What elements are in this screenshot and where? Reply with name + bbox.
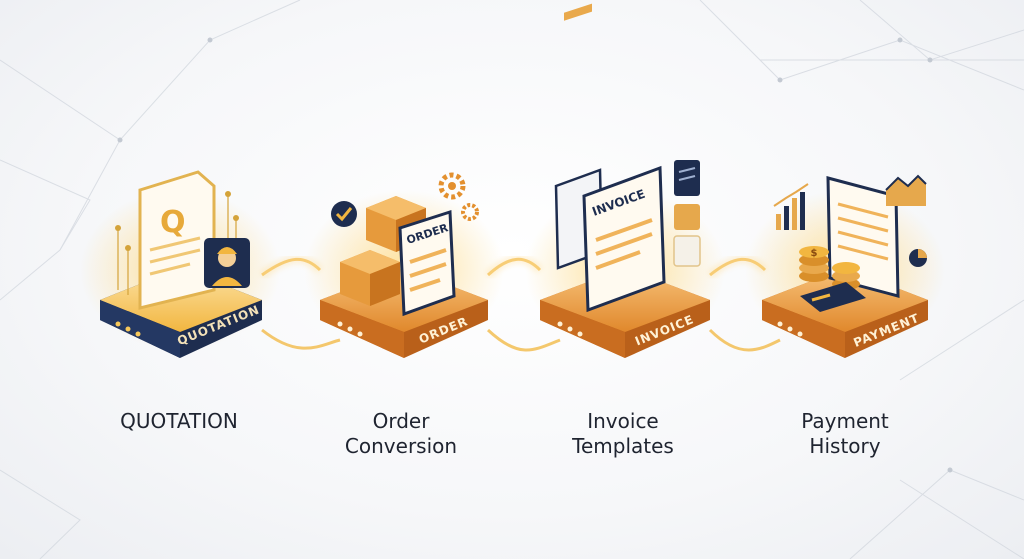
caption-line: Invoice [587,409,659,433]
caption-line: Templates [572,434,674,458]
caption-line: Payment [801,409,889,433]
quotation-document [138,170,216,310]
step-invoice: INVOICE INVOICE [525,3,725,358]
bar-chart-icon [773,183,809,230]
template-tiles [673,160,701,267]
caption-line: History [809,434,881,458]
gear-icon [438,172,479,221]
coin-symbol: $ [811,248,818,259]
background-nodes [117,37,953,473]
pie-chart-icon [909,249,927,267]
caption-invoice-templates: Invoice Templates [523,409,723,459]
caption-quotation: QUOTATION [79,409,279,434]
coin-stack-icon: $ [799,246,860,290]
quotation-document-letter: Q [160,205,186,240]
caption-line: Order [372,409,430,433]
caption-line: QUOTATION [120,409,238,433]
credit-card-icon [800,282,866,312]
worker-avatar-icon [204,238,250,288]
line-chart-icon [885,174,927,206]
checkmark-icon [331,201,357,227]
step-quotation: QUOTATION Q [80,170,280,358]
caption-line: Conversion [344,434,458,458]
step-payment: PAYMENT [745,174,945,358]
step-order: ORDER ORDER [304,172,504,358]
caption-payment-history: Payment History [745,409,945,459]
invoice-document [582,165,666,313]
caption-order-conversion: Order Conversion [301,409,501,459]
